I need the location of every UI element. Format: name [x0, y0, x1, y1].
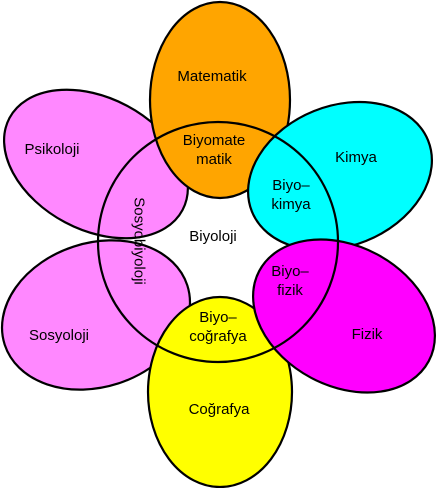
label-biyokimya-line2: kimya — [271, 196, 311, 213]
label-psikoloji: Psikoloji — [24, 141, 79, 158]
label-biyofizik-line1: Biyo– — [271, 263, 309, 280]
label-biyomatematik-line2: matik — [196, 151, 232, 168]
label-biyokimya-line1: Biyo– — [272, 177, 310, 194]
petal-cografya — [146, 295, 294, 488]
label-fizik: Fizik — [352, 326, 383, 343]
petal-fizik — [251, 238, 437, 394]
label-biyocografya-line2: coğrafya — [189, 328, 247, 345]
petal-psikoloji — [2, 88, 190, 240]
biology-circle — [96, 120, 340, 364]
label-matematik: Matematik — [177, 68, 247, 85]
label-sosyoloji: Sosyoloji — [29, 327, 89, 344]
label-biyocografya-line1: Biyo– — [199, 309, 237, 326]
label-sosyobiyoloji: Sosyobiyoloji — [131, 197, 148, 285]
petal-matematik — [148, 0, 292, 200]
label-cografya: Coğrafya — [189, 401, 251, 418]
label-biyomatematik-line1: Biyomate — [183, 132, 246, 149]
label-biyofizik-line2: fizik — [277, 282, 303, 299]
label-biyoloji: Biyoloji — [189, 228, 237, 245]
petal-kimya — [246, 100, 434, 252]
petal-sosyoloji — [0, 239, 192, 391]
label-kimya: Kimya — [335, 149, 377, 166]
